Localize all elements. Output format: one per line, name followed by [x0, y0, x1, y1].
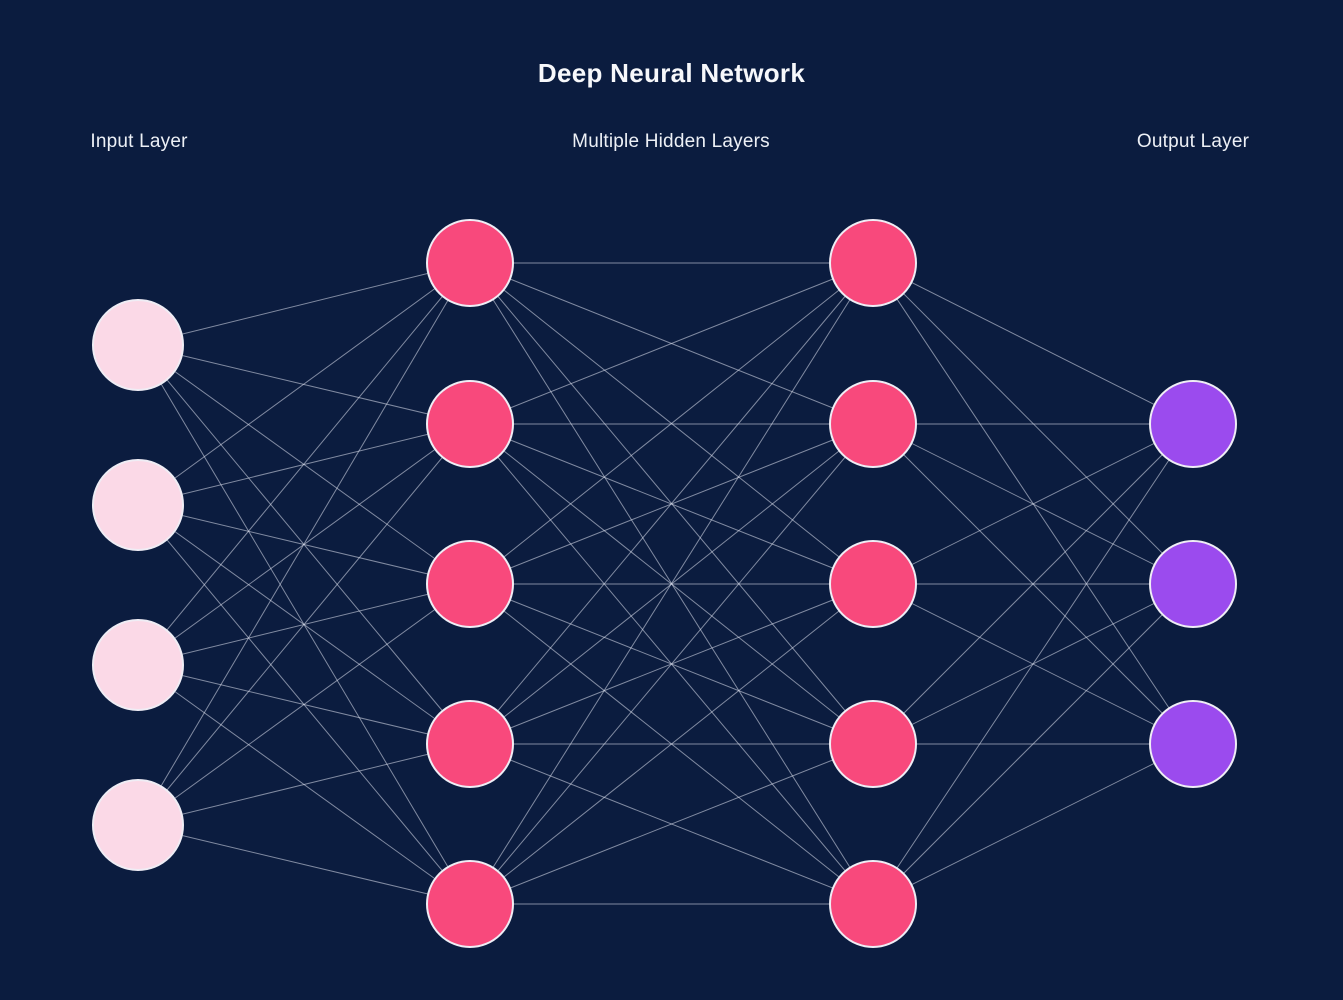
label-output-layer: Output Layer	[1136, 131, 1250, 152]
hidden-2-node	[829, 219, 917, 307]
connection-line	[137, 262, 471, 346]
hidden-1-node	[426, 540, 514, 628]
connection-line	[469, 262, 874, 905]
output-node	[1149, 380, 1237, 468]
hidden-1-node	[426, 860, 514, 948]
connection-line	[137, 743, 471, 826]
connection-line	[469, 262, 874, 425]
connection-line	[872, 262, 1194, 425]
connection-line	[137, 583, 471, 826]
connection-line	[137, 262, 471, 826]
input-node	[92, 459, 184, 551]
connection-line	[469, 743, 874, 905]
connection-line	[872, 583, 1194, 905]
hidden-1-node	[426, 700, 514, 788]
input-node	[92, 299, 184, 391]
hidden-1-node	[426, 219, 514, 307]
input-node	[92, 619, 184, 711]
connection-line	[137, 262, 471, 506]
label-hidden-layers: Multiple Hidden Layers	[572, 131, 770, 152]
label-input-layer: Input Layer	[90, 131, 188, 152]
connection-line	[872, 423, 1194, 905]
hidden-1-node	[426, 380, 514, 468]
connection-line	[137, 262, 471, 666]
connection-line	[469, 262, 874, 585]
hidden-2-node	[829, 380, 917, 468]
output-node	[1149, 540, 1237, 628]
connection-line	[469, 262, 874, 745]
connection-line	[469, 423, 874, 905]
hidden-2-node	[829, 700, 917, 788]
hidden-2-node	[829, 860, 917, 948]
input-node	[92, 779, 184, 871]
connection-line	[137, 824, 471, 905]
connection-line	[137, 423, 471, 826]
diagram-title: Deep Neural Network	[537, 58, 806, 88]
connection-line	[872, 743, 1194, 905]
connection-line	[872, 423, 1194, 745]
connection-line	[872, 423, 1194, 585]
connection-line	[469, 583, 874, 905]
hidden-2-node	[829, 540, 917, 628]
output-node	[1149, 700, 1237, 788]
